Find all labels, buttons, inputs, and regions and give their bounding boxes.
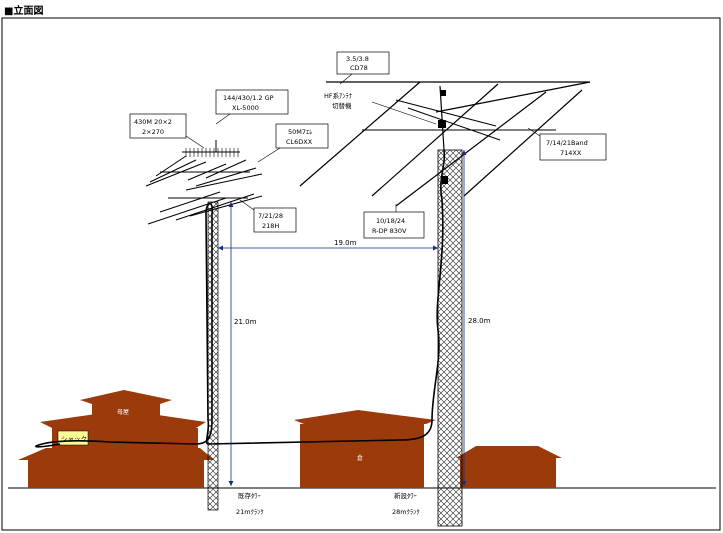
main-house-label: 母屋 <box>117 409 129 416</box>
shack-label: シャック <box>61 435 87 443</box>
svg-text:R-DP 830V: R-DP 830V <box>372 227 407 235</box>
left-height-label: 21.0m <box>234 318 257 326</box>
new-tower-label: 新設ﾀﾜｰ <box>394 491 417 500</box>
diagram-border <box>1 17 721 531</box>
main-house <box>18 390 214 488</box>
svg-text:2×270: 2×270 <box>142 128 164 136</box>
svg-text:714XX: 714XX <box>560 149 582 157</box>
antenna-cl6dxx <box>145 155 263 191</box>
spacing-dimension <box>218 245 438 251</box>
svg-text:CD78: CD78 <box>350 64 368 72</box>
new-tower-crank: 28mｸﾗﾝｸ <box>392 508 420 516</box>
callout-xl5000: 144/430/1.2 GP XL-5000 <box>215 89 289 125</box>
svg-text:HF系ｱﾝﾃﾅ: HF系ｱﾝﾃﾅ <box>324 91 352 100</box>
antenna-xl5000 <box>182 140 240 157</box>
rotator-box <box>442 176 448 184</box>
callout-cd78: 3.5/3.8 CD78 <box>336 51 390 85</box>
svg-text:7/14/21Band: 7/14/21Band <box>546 139 588 147</box>
svg-text:3.5/3.8: 3.5/3.8 <box>346 55 369 63</box>
existing-tower-label: 既存ﾀﾜｰ <box>238 491 261 500</box>
svg-text:50M7ｴﾚ: 50M7ｴﾚ <box>288 128 313 136</box>
antenna-218h <box>147 191 263 225</box>
svg-text:XL-5000: XL-5000 <box>232 104 259 112</box>
callout-hf-switch: HF系ｱﾝﾃﾅ 切替機 <box>324 91 437 125</box>
svg-text:CL6DXX: CL6DXX <box>286 138 313 146</box>
coax-cable <box>35 149 446 448</box>
center-building-label: 倉 <box>357 454 363 462</box>
center-building <box>294 410 436 488</box>
callout-rdp: 10/18/24 R-DP 830V <box>363 204 425 239</box>
callout-218h: 7/21/28 218H <box>239 199 297 233</box>
existing-tower <box>207 201 219 511</box>
right-height-label: 28.0m <box>468 317 491 325</box>
antenna-cd78 <box>299 81 591 207</box>
right-building <box>456 446 562 488</box>
svg-text:10/18/24: 10/18/24 <box>376 217 405 225</box>
antenna-714xx <box>362 99 556 141</box>
svg-text:218H: 218H <box>262 222 279 230</box>
left-height-dimension <box>228 202 234 486</box>
rotator-top <box>440 90 446 96</box>
spacing-label: 19.0m <box>334 239 357 247</box>
existing-tower-crank: 21mｸﾗﾝｸ <box>236 508 264 516</box>
right-height-dimension <box>461 150 467 486</box>
hf-switch-box <box>438 120 446 128</box>
svg-text:144/430/1.2 GP: 144/430/1.2 GP <box>223 94 274 102</box>
callout-cl6dxx: 50M7ｴﾚ CL6DXX <box>257 123 329 163</box>
callout-430m: 430M 20×2 2×270 <box>129 113 205 149</box>
svg-text:7/21/28: 7/21/28 <box>258 212 283 220</box>
svg-text:切替機: 切替機 <box>332 101 352 110</box>
page-title: ■立面図 <box>4 4 43 17</box>
svg-text:430M 20×2: 430M 20×2 <box>134 118 172 126</box>
callout-714xx: 7/14/21Band 714XX <box>527 127 607 161</box>
